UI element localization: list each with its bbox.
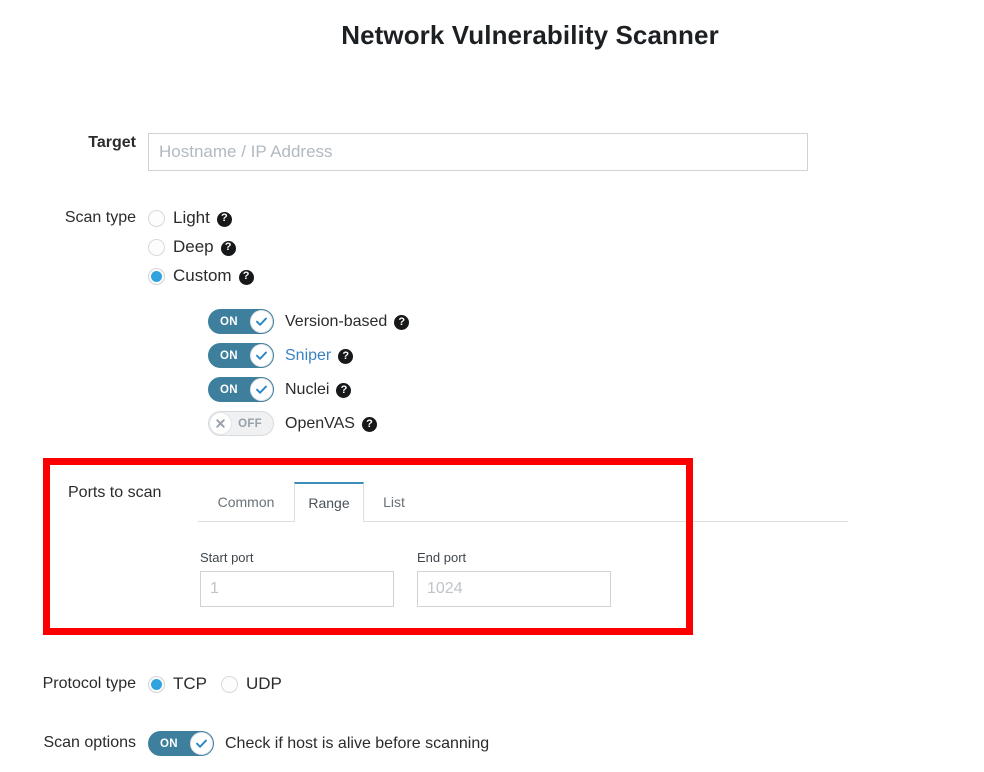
radio-light[interactable]: [148, 209, 165, 227]
radio-tcp[interactable]: [148, 675, 165, 693]
tab-common[interactable]: Common: [217, 494, 275, 510]
radio-udp[interactable]: [221, 675, 238, 693]
protocol-type-row: Protocol type TCP UDP: [20, 674, 296, 694]
protocol-option-udp[interactable]: UDP: [221, 674, 282, 694]
toggle-version-based-state: ON: [220, 315, 238, 328]
module-label-version-based: Version-based: [285, 312, 388, 330]
toggle-knob: [250, 378, 273, 401]
toggle-host-alive[interactable]: ON: [148, 731, 214, 756]
toggle-nuclei[interactable]: ON: [208, 377, 274, 402]
target-row: Target: [20, 133, 808, 171]
radio-deep-label: Deep: [173, 237, 214, 256]
radio-custom-label: Custom: [173, 266, 232, 285]
scan-type-row: Scan type Light ? Deep ? Custom ?: [20, 208, 254, 286]
toggle-knob: [190, 732, 213, 755]
help-icon-openvas[interactable]: ?: [361, 417, 377, 432]
close-icon: [216, 419, 225, 428]
toggle-knob: [250, 344, 273, 367]
tabs-underline: [198, 521, 848, 522]
check-icon: [256, 351, 267, 360]
help-icon-light[interactable]: ?: [216, 211, 232, 227]
toggle-version-based[interactable]: ON: [208, 309, 274, 334]
protocol-option-tcp[interactable]: TCP: [148, 674, 207, 694]
check-icon: [256, 317, 267, 326]
help-icon-sniper[interactable]: ?: [338, 349, 354, 364]
scan-type-option-deep[interactable]: Deep ?: [148, 237, 254, 257]
module-row-nuclei: ON Nuclei ?: [208, 377, 409, 402]
help-icon-version-based[interactable]: ?: [394, 315, 410, 330]
scan-type-option-custom[interactable]: Custom ?: [148, 266, 254, 286]
radio-light-label: Light: [173, 208, 210, 227]
module-label-nuclei: Nuclei: [285, 380, 330, 398]
end-port-field: End port: [417, 550, 611, 607]
toggle-openvas-state: OFF: [238, 417, 262, 430]
radio-custom[interactable]: [148, 267, 165, 285]
module-row-openvas: OFF OpenVAS ?: [208, 411, 409, 436]
module-row-sniper: ON Sniper ?: [208, 343, 409, 368]
protocol-options: TCP UDP: [148, 674, 296, 694]
toggle-sniper[interactable]: ON: [208, 343, 274, 368]
start-port-input[interactable]: [200, 571, 394, 607]
toggle-sniper-state: ON: [220, 349, 238, 362]
scan-type-label: Scan type: [64, 209, 136, 226]
ports-tabs: Common Range List: [198, 482, 848, 523]
module-label-openvas: OpenVAS: [285, 414, 355, 432]
start-port-label: Start port: [200, 550, 254, 565]
help-icon-custom[interactable]: ?: [238, 269, 254, 285]
target-label: Target: [88, 134, 136, 151]
target-input[interactable]: [148, 133, 808, 171]
page-title: Network Vulnerability Scanner: [341, 20, 719, 50]
radio-deep[interactable]: [148, 238, 165, 256]
start-port-field: Start port: [200, 550, 394, 607]
check-icon: [256, 385, 267, 394]
toggle-knob: [250, 310, 273, 333]
module-label-sniper[interactable]: Sniper: [285, 346, 332, 364]
scan-options-content: ON Check if host is alive before scannin…: [148, 731, 489, 756]
toggle-host-alive-state: ON: [160, 737, 178, 750]
help-icon-nuclei[interactable]: ?: [336, 383, 352, 398]
tab-list[interactable]: List: [383, 494, 405, 510]
end-port-label: End port: [417, 550, 467, 565]
port-range-fields: Start port End port: [200, 550, 611, 607]
scan-options-label: Scan options: [43, 734, 136, 751]
toggle-knob: [209, 412, 232, 435]
scan-options-row: Scan options ON Check if host is alive b…: [20, 731, 489, 756]
radio-tcp-label: TCP: [173, 674, 207, 693]
help-icon-deep[interactable]: ?: [220, 240, 236, 256]
protocol-type-label: Protocol type: [42, 675, 136, 692]
scan-type-options: Light ? Deep ? Custom ?: [148, 208, 254, 286]
toggle-openvas[interactable]: OFF: [208, 411, 274, 436]
scan-options-description: Check if host is alive before scanning: [225, 734, 490, 752]
tab-range[interactable]: Range: [294, 482, 364, 523]
scan-type-option-light[interactable]: Light ?: [148, 208, 254, 228]
module-row-version-based: ON Version-based ?: [208, 309, 410, 334]
radio-udp-label: UDP: [246, 674, 282, 693]
scan-modules-list: ON Version-based ? ON Sniper ?: [208, 309, 410, 436]
end-port-input[interactable]: [417, 571, 611, 607]
check-icon: [196, 739, 207, 748]
ports-to-scan-label: Ports to scan: [68, 484, 162, 501]
toggle-nuclei-state: ON: [220, 383, 238, 396]
